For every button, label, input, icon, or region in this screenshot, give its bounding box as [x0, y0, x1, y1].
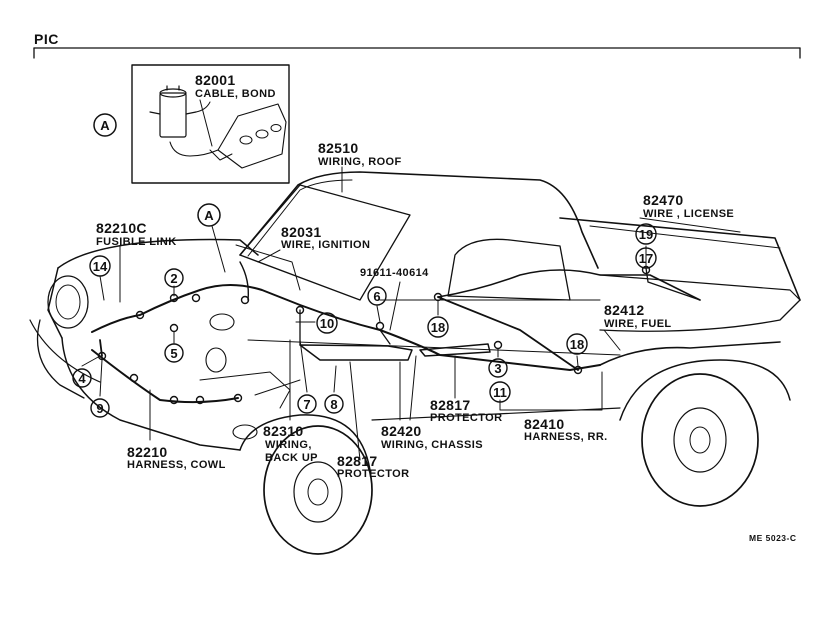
callout-11: 11 [489, 381, 511, 403]
part-label-82817-upper: 82817 PROTECTOR [430, 397, 502, 424]
part-label-82510: 82510 WIRING, ROOF [318, 140, 402, 168]
svg-text:WIRING, ROOF: WIRING, ROOF [318, 156, 402, 168]
svg-text:82817: 82817 [337, 453, 377, 469]
part-label-82001: 82001 CABLE, BOND [195, 72, 276, 100]
truck-outline [29, 171, 801, 555]
svg-text:82412: 82412 [604, 302, 644, 318]
view-marker-a-car-label: A [204, 208, 214, 223]
part-label-82210c: 82210C FUSIBLE LINK [96, 220, 177, 248]
svg-text:6: 6 [373, 289, 380, 304]
svg-text:WIRING, CHASSIS: WIRING, CHASSIS [381, 439, 483, 451]
svg-text:HARNESS, COWL: HARNESS, COWL [127, 459, 226, 471]
footer-code: ME 5023-C [749, 533, 797, 543]
svg-text:CABLE, BOND: CABLE, BOND [195, 88, 276, 100]
svg-text:FUSIBLE LINK: FUSIBLE LINK [96, 236, 177, 248]
svg-text:7: 7 [303, 397, 310, 412]
svg-text:11: 11 [493, 385, 507, 400]
svg-text:82031: 82031 [281, 224, 321, 240]
svg-text:9: 9 [96, 401, 103, 416]
view-marker-a-inset: A [93, 113, 117, 137]
svg-text:82420: 82420 [381, 423, 421, 439]
svg-text:WIRING,: WIRING, [265, 439, 312, 451]
svg-text:10: 10 [320, 316, 334, 331]
svg-text:PROTECTOR: PROTECTOR [337, 468, 409, 480]
svg-text:17: 17 [639, 251, 653, 266]
callout-3: 3 [488, 358, 508, 378]
part-label-82031: 82031 WIRE, IGNITION [281, 224, 370, 251]
svg-text:BACK UP: BACK UP [265, 452, 318, 464]
part-label-82412: 82412 WIRE, FUEL [604, 302, 672, 330]
svg-text:3: 3 [494, 361, 501, 376]
svg-text:8: 8 [330, 397, 337, 412]
leader-lines [81, 99, 741, 461]
callout-10: 10 [316, 312, 338, 334]
callout-6: 6 [367, 286, 387, 306]
svg-text:19: 19 [639, 227, 653, 242]
svg-text:82210C: 82210C [96, 220, 147, 236]
view-marker-a-inset-label: A [100, 118, 110, 133]
part-label-82210: 82210 HARNESS, COWL [127, 444, 226, 471]
svg-text:14: 14 [93, 259, 108, 274]
svg-text:82001: 82001 [195, 72, 235, 88]
svg-text:82470: 82470 [643, 192, 683, 208]
part-label-82817-lower: 82817 PROTECTOR [337, 453, 409, 480]
header-label: PIC [34, 31, 59, 47]
svg-text:WIRE, FUEL: WIRE, FUEL [604, 318, 672, 330]
callout-18-right: 18 [566, 333, 588, 355]
view-marker-a-car: A [197, 203, 221, 227]
svg-text:5: 5 [170, 346, 177, 361]
callout-4: 4 [72, 368, 92, 388]
ignition-coil-drawing [149, 85, 219, 157]
svg-text:82410: 82410 [524, 416, 564, 432]
svg-text:HARNESS, RR.: HARNESS, RR. [524, 431, 608, 443]
callout-9: 9 [90, 398, 110, 418]
svg-text:WIRE, IGNITION: WIRE, IGNITION [281, 239, 370, 251]
callout-8: 8 [324, 394, 344, 414]
svg-text:82817: 82817 [430, 397, 470, 413]
svg-text:82210: 82210 [127, 444, 167, 460]
svg-text:18: 18 [431, 320, 445, 335]
svg-text:WIRE , LICENSE: WIRE , LICENSE [643, 208, 734, 220]
callout-14: 14 [89, 255, 111, 277]
detail-inset [131, 64, 290, 184]
callout-17: 17 [635, 247, 657, 269]
svg-text:2: 2 [170, 271, 177, 286]
part-label-82470: 82470 WIRE , LICENSE [643, 192, 734, 220]
callout-2: 2 [164, 268, 184, 288]
part-label-82310: 82310 WIRING, BACK UP [263, 423, 318, 464]
svg-text:82310: 82310 [263, 423, 303, 439]
callout-7: 7 [297, 394, 317, 414]
svg-text:82510: 82510 [318, 140, 358, 156]
callout-19: 19 [635, 223, 657, 245]
wiring-harness [91, 261, 781, 405]
callout-5: 5 [164, 343, 184, 363]
svg-text:91611-40614: 91611-40614 [360, 267, 429, 279]
part-label-82410: 82410 HARNESS, RR. [524, 416, 608, 443]
svg-text:18: 18 [570, 337, 584, 352]
svg-text:PROTECTOR: PROTECTOR [430, 412, 502, 424]
part-label-82420: 82420 WIRING, CHASSIS [381, 423, 483, 451]
callout-18-left: 18 [427, 316, 449, 338]
bracket-drawing [209, 103, 287, 169]
part-label-91611: 91611-40614 [360, 267, 429, 279]
svg-text:4: 4 [78, 371, 86, 386]
